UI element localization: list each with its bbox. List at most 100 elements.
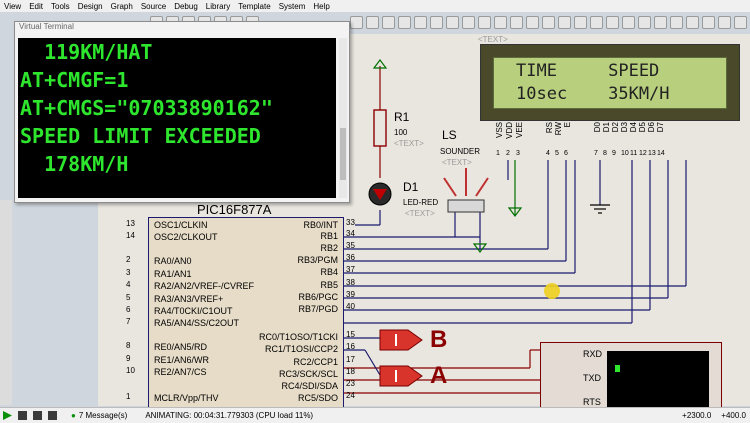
serial-txd: TXD (583, 373, 601, 383)
mcu-right-pin-name: RC3/SCK/SCL (278, 369, 338, 379)
serial-screen (607, 351, 709, 411)
virtual-terminal-window[interactable]: Virtual Terminal 119KM/HAT AT+CMGF=1 AT+… (14, 21, 350, 203)
button-b-label: B (430, 326, 448, 353)
lcd-pin-number: 7 (594, 150, 598, 157)
menu-item[interactable]: Edit (29, 1, 43, 11)
mcu-left-pin-number: 2 (126, 255, 131, 264)
coord-y: +400.0 (721, 411, 746, 420)
mcu-right-pin-number: 38 (346, 278, 355, 287)
lcd-line-1: TIME SPEED (516, 61, 660, 81)
pic-microcontroller[interactable] (148, 217, 344, 409)
mcu-right-pin-name: RB4 (320, 267, 338, 277)
lcd-pin-label: RW (554, 122, 563, 136)
mcu-left-pin-name: RA2/AN2/VREF-/CVREF (154, 281, 255, 291)
toolbar-button[interactable] (670, 15, 683, 29)
virtual-terminal-title: Virtual Terminal (19, 22, 74, 31)
toolbar-button[interactable] (734, 15, 747, 29)
pause-icon[interactable] (33, 411, 42, 420)
mcu-right-pin-number: 24 (346, 391, 355, 400)
toolbar-button[interactable] (526, 15, 539, 29)
sounder-ref: LS (442, 128, 457, 142)
terminal-scrollbar[interactable] (339, 38, 347, 198)
toolbar-button[interactable] (414, 15, 427, 29)
message-icon: ● (71, 411, 76, 420)
mcu-left-pin-number: 7 (126, 317, 131, 326)
lcd-pin-label: E (563, 122, 572, 128)
mcu-right-pin-number: 17 (346, 355, 355, 364)
toolbar-button[interactable] (574, 15, 587, 29)
mcu-left-pin-number: 6 (126, 305, 131, 314)
sounder-value: SOUNDER (440, 147, 481, 156)
mcu-right-pin-number: 15 (346, 330, 355, 339)
menu-item[interactable]: View (4, 1, 22, 11)
resistor-value: 100 (394, 128, 408, 137)
mcu-name: PIC16F877A (197, 202, 272, 217)
toolbar-button[interactable] (462, 15, 475, 29)
toolbar-button[interactable] (654, 15, 667, 29)
menu-bar: View Edit Tools Design Graph Source Debug Libra… (0, 0, 750, 12)
mcu-right-pin-number: 34 (346, 229, 355, 238)
toolbar-button[interactable] (510, 15, 523, 29)
toolbar-button[interactable] (622, 15, 635, 29)
menu-item[interactable]: Library (205, 1, 231, 11)
toolbar-button[interactable] (398, 15, 411, 29)
menu-item[interactable]: Graph (110, 1, 133, 11)
mcu-left-pin-name: OSC1/CLKIN (154, 220, 208, 230)
toolbar-button[interactable] (366, 15, 379, 29)
mcu-left-pin-name: RE0/AN5/RD (154, 342, 208, 352)
toolbar-button[interactable] (446, 15, 459, 29)
lcd-pin-number: 4 (546, 150, 550, 157)
stop-icon[interactable] (48, 411, 57, 420)
toolbar-button[interactable] (382, 15, 395, 29)
led-text: <TEXT> (405, 209, 435, 218)
menu-item[interactable]: Help (313, 1, 330, 11)
mcu-right-pin-name: RB0/INT (303, 220, 338, 230)
lcd-pin-label: D6 (647, 122, 656, 133)
mcu-right-pin-name: RB1 (320, 231, 338, 241)
serial-component[interactable]: RXD TXD RTS (540, 342, 722, 414)
menu-item[interactable]: System (278, 1, 306, 11)
toolbar-button[interactable] (430, 15, 443, 29)
mcu-left-pin-number: 5 (126, 293, 131, 302)
mcu-left-pin-name: RA3/AN3/VREF+ (154, 294, 224, 304)
toolbar-button[interactable] (718, 15, 731, 29)
toolbar-button[interactable] (478, 15, 491, 29)
toolbar-button[interactable] (494, 15, 507, 29)
toolbar-button[interactable] (702, 15, 715, 29)
toolbar-button[interactable] (558, 15, 571, 29)
toolbar-button[interactable] (686, 15, 699, 29)
button-a-label: A (430, 362, 448, 389)
mcu-right-pin-number: 36 (346, 253, 355, 262)
virtual-terminal-screen[interactable]: 119KM/HAT AT+CMGF=1 AT+CMGS="07033890162… (18, 38, 336, 198)
toolbar-button[interactable] (638, 15, 651, 29)
button-a-shape[interactable] (379, 365, 423, 387)
lcd-pin-number: 3 (516, 150, 520, 157)
mcu-right-pin-name: RC5/SDO (297, 393, 338, 403)
toolbar-button[interactable] (590, 15, 603, 29)
toolbar-button[interactable] (606, 15, 619, 29)
messages-count[interactable]: 7 Message(s) (78, 411, 128, 420)
lcd-pin-number: 11 (630, 150, 638, 157)
button-b-shape[interactable] (379, 329, 423, 351)
menu-item[interactable]: Tools (51, 1, 70, 11)
lcd-pin-label: VDD (505, 122, 514, 139)
serial-cursor (615, 365, 620, 372)
menu-item[interactable]: Debug (174, 1, 198, 11)
led-value: LED-RED (403, 198, 439, 207)
terminal-scroll-thumb[interactable] (340, 128, 346, 180)
menu-item[interactable]: Source (140, 1, 167, 11)
menu-item[interactable]: Design (77, 1, 103, 11)
mcu-left-pin-number: 9 (126, 354, 131, 363)
lcd-pin-number: 9 (612, 150, 616, 157)
menu-item[interactable]: Template (238, 1, 271, 11)
mcu-right-pin-name: RB5 (320, 280, 338, 290)
lcd-display[interactable]: TIME SPEED 10sec 35KM/H (480, 44, 740, 121)
mcu-left-pin-number: 8 (126, 341, 131, 350)
play-icon[interactable] (3, 411, 12, 420)
toolbar-button[interactable] (350, 15, 363, 29)
serial-rts: RTS (583, 397, 601, 407)
toolbar-button[interactable] (542, 15, 555, 29)
step-icon[interactable] (18, 411, 27, 420)
mcu-left-pin-number: 14 (126, 231, 135, 240)
